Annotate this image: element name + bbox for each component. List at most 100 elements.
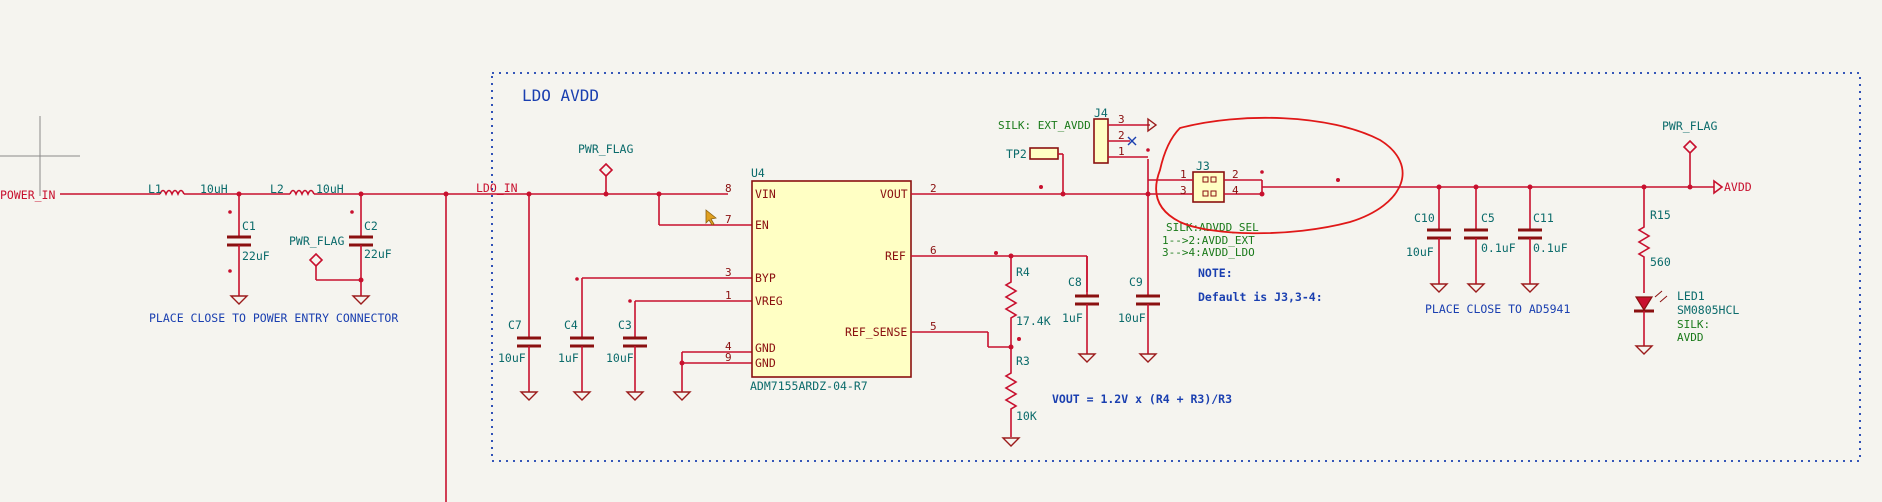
capacitor-c10[interactable]: C10 10uF [1406, 187, 1451, 293]
capacitor-c11[interactable]: C11 0.1uF [1518, 187, 1568, 293]
svg-text:1: 1 [725, 289, 732, 302]
connector-j3[interactable]: J3 1 2 3 4 SILK:ADVDD_SEL 1-->2:AVDD_EXT… [1162, 159, 1265, 259]
note-vout-formula: VOUT = 1.2V x (R4 + R3)/R3 [1052, 392, 1232, 406]
pwr-flag-input: PWR_FLAG [289, 234, 364, 283]
svg-text:J3: J3 [1196, 159, 1210, 173]
svg-text:C8: C8 [1068, 275, 1082, 289]
capacitor-c8[interactable]: C8 1uF [1062, 256, 1099, 363]
svg-text:3-->4:AVDD_LDO: 3-->4:AVDD_LDO [1162, 246, 1255, 259]
block-title: LDO AVDD [522, 86, 599, 105]
note-ad5941: PLACE CLOSE TO AD5941 [1425, 302, 1570, 316]
capacitor-c9[interactable]: C9 10uF [1118, 194, 1160, 363]
svg-text:C2: C2 [364, 219, 378, 233]
svg-text:9: 9 [725, 351, 732, 364]
ic-u4[interactable]: U4 ADM7155ARDZ-04-R7 [750, 166, 912, 393]
net-label-avdd: AVDD [1724, 180, 1752, 194]
vout-wires [911, 148, 1190, 197]
capacitor-c1[interactable]: C1 22uF [227, 191, 270, 305]
svg-text:SILK:: SILK: [1677, 318, 1710, 331]
svg-text:PWR_FLAG: PWR_FLAG [1662, 119, 1717, 133]
svg-text:10uF: 10uF [498, 351, 526, 365]
input-wires [60, 193, 728, 502]
capacitor-c7[interactable]: C7 10uF [498, 194, 541, 401]
pwr-flag-output: PWR_FLAG [1662, 119, 1717, 187]
ldo-block-border [491, 72, 1861, 462]
annotation-circle [1155, 116, 1404, 235]
svg-text:10uH: 10uH [316, 182, 344, 196]
inductor-l1[interactable]: L1 10uH [148, 182, 228, 197]
svg-text:0.1uF: 0.1uF [1481, 241, 1516, 255]
net-label-ldo-in: LDO_IN [476, 181, 518, 195]
svg-text:1uF: 1uF [558, 351, 579, 365]
crosshair-cursor-icon [0, 116, 80, 196]
svg-text:22uF: 22uF [242, 249, 270, 263]
svg-text:REF: REF [885, 249, 906, 263]
svg-text:3: 3 [725, 266, 732, 279]
svg-text:C7: C7 [508, 318, 522, 332]
svg-text:C4: C4 [564, 318, 578, 332]
led-led1[interactable]: LED1 SM0805HCL SILK: AVDD [1634, 289, 1739, 355]
ref-wires [911, 251, 1088, 350]
svg-text:5: 5 [930, 320, 937, 333]
note-power-entry: PLACE CLOSE TO POWER ENTRY CONNECTOR [149, 311, 398, 325]
resistor-r4[interactable]: R4 17.4K [1004, 262, 1051, 349]
svg-text:10uF: 10uF [1118, 311, 1146, 325]
connector-j4[interactable]: J4 3 2 1 SILK: EXT_AVDD [998, 106, 1158, 164]
svg-text:C1: C1 [242, 219, 256, 233]
svg-text:EN: EN [755, 218, 769, 232]
svg-text:6: 6 [930, 244, 937, 257]
svg-text:LED1: LED1 [1677, 289, 1705, 303]
svg-text:3: 3 [1118, 113, 1125, 126]
svg-text:17.4K: 17.4K [1016, 314, 1051, 328]
pointer-cursor-icon [705, 209, 717, 226]
svg-text:ADM7155ARDZ-04-R7: ADM7155ARDZ-04-R7 [750, 379, 868, 393]
svg-text:U4: U4 [751, 166, 765, 180]
ic-left-wires [582, 194, 752, 401]
svg-text:C11: C11 [1533, 211, 1554, 225]
svg-text:AVDD: AVDD [1677, 331, 1704, 344]
svg-text:PWR_FLAG: PWR_FLAG [289, 234, 344, 248]
ic-u4-pin-labels-right: VOUT 2 REF 6 REF_SENSE 5 [845, 182, 937, 339]
svg-text:7: 7 [725, 213, 732, 226]
svg-text:3: 3 [1180, 184, 1187, 197]
svg-text:REF_SENSE: REF_SENSE [845, 325, 907, 339]
no-connect-icon [1127, 136, 1137, 146]
testpoint-tp2[interactable]: TP2 [1006, 147, 1064, 194]
inductor-l2[interactable]: L2 10uH [270, 182, 344, 197]
avdd-rail [1262, 178, 1724, 195]
svg-text:1uF: 1uF [1062, 311, 1083, 325]
svg-text:BYP: BYP [755, 271, 776, 285]
svg-text:10uF: 10uF [606, 351, 634, 365]
capacitor-c5[interactable]: C5 0.1uF [1464, 187, 1516, 293]
svg-text:2: 2 [1232, 168, 1239, 181]
resistor-r3[interactable]: R3 10K [1001, 347, 1037, 447]
svg-text:GND: GND [755, 356, 776, 370]
svg-text:4: 4 [1232, 184, 1239, 197]
svg-text:VREG: VREG [755, 294, 783, 308]
svg-text:560: 560 [1650, 255, 1671, 269]
net-label-power-in: POWER_IN [0, 188, 55, 202]
svg-text:0.1uF: 0.1uF [1533, 241, 1568, 255]
pwr-flag-ldo-in: PWR_FLAG [578, 142, 633, 194]
svg-text:8: 8 [725, 182, 732, 195]
svg-text:C5: C5 [1481, 211, 1495, 225]
svg-text:L2: L2 [270, 182, 284, 196]
resistor-r15[interactable]: R15 560 [1637, 187, 1671, 293]
capacitor-c3[interactable]: C3 10uF [606, 299, 647, 401]
svg-text:10K: 10K [1016, 409, 1037, 423]
capacitor-c2[interactable]: C2 22uF [349, 191, 392, 305]
svg-text:GND: GND [755, 341, 776, 355]
svg-text:L1: L1 [148, 182, 162, 196]
svg-text:1: 1 [1118, 145, 1125, 158]
svg-text:VIN: VIN [755, 187, 776, 201]
svg-text:C10: C10 [1414, 211, 1435, 225]
svg-text:10uH: 10uH [200, 182, 228, 196]
svg-text:2: 2 [930, 182, 937, 195]
svg-text:SM0805HCL: SM0805HCL [1677, 303, 1739, 317]
svg-text:R4: R4 [1016, 265, 1030, 279]
svg-text:J4: J4 [1094, 106, 1108, 120]
capacitor-c4[interactable]: C4 1uF [558, 277, 594, 401]
note-label: NOTE: [1198, 266, 1233, 280]
svg-text:1: 1 [1180, 168, 1187, 181]
svg-text:TP2: TP2 [1006, 147, 1027, 161]
